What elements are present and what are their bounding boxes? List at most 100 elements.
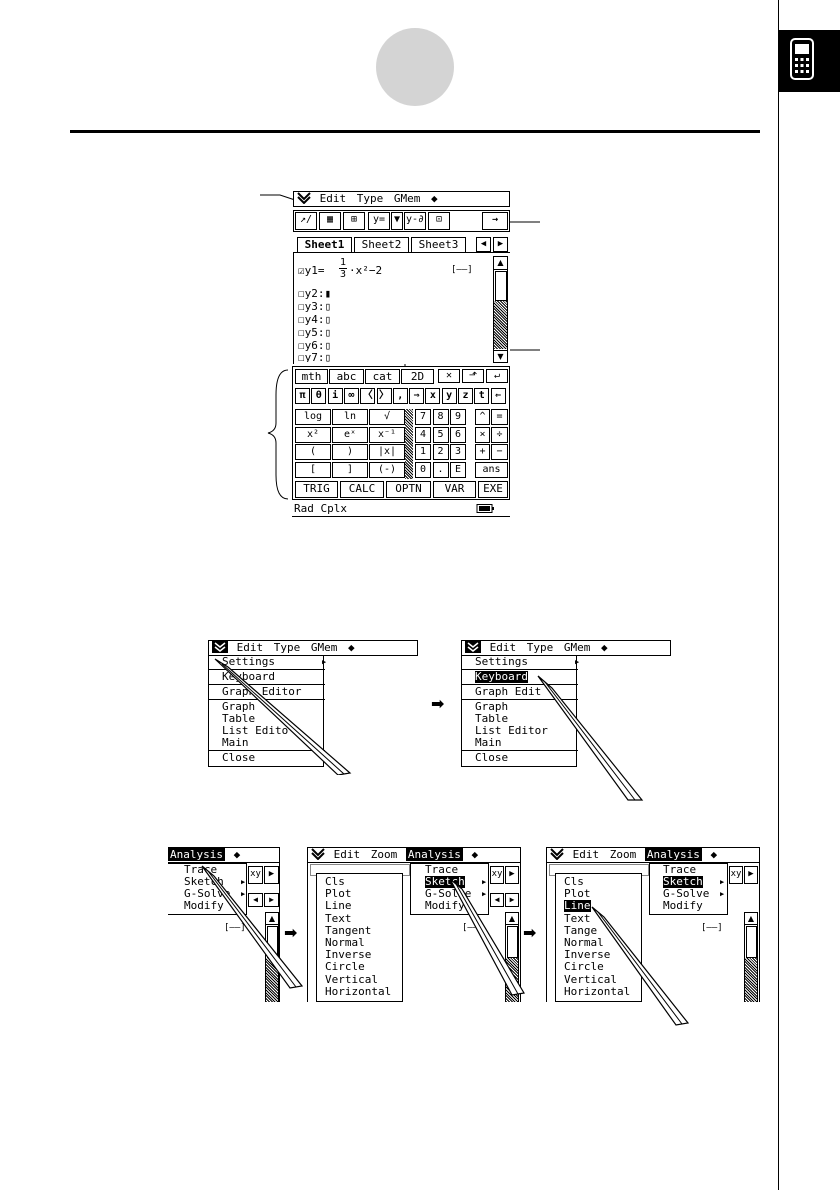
menu-more[interactable]: ◆ bbox=[348, 641, 355, 654]
sketch-menu-item[interactable]: Text bbox=[564, 911, 591, 925]
sketch-menu-item[interactable]: Cls bbox=[564, 875, 584, 888]
kb-function-key[interactable]: log bbox=[295, 409, 331, 425]
kb-number-key[interactable]: = bbox=[491, 409, 508, 425]
checkbox-icon[interactable]: ☐ bbox=[298, 300, 305, 313]
sketch-menu-item[interactable]: Inverse bbox=[325, 948, 372, 962]
kb-number-key[interactable]: × bbox=[475, 426, 490, 443]
sketch-menu-item[interactable]: Horizontal bbox=[564, 984, 631, 998]
sketch-menu-item[interactable]: Plot bbox=[325, 887, 352, 901]
sketch-menu-item[interactable]: Circle bbox=[325, 960, 365, 974]
sketch-menu-item[interactable]: Vertical bbox=[325, 972, 378, 986]
menu-analysis[interactable]: Analysis bbox=[168, 848, 225, 861]
sketch-menu-item[interactable]: Vertical bbox=[564, 972, 617, 986]
menu-more[interactable]: ◆ bbox=[601, 641, 608, 654]
menu-item[interactable]: Graph Editor bbox=[222, 685, 302, 698]
menu-logo-icon[interactable] bbox=[550, 848, 564, 861]
kb-symbol-key[interactable]: , bbox=[392, 388, 408, 404]
table-button[interactable]: ▦ bbox=[319, 212, 341, 230]
kb-function-key[interactable]: eˣ bbox=[332, 426, 368, 443]
kb-symbol-key[interactable]: ⇒ bbox=[409, 388, 425, 404]
menu-logo-icon[interactable] bbox=[465, 641, 481, 653]
kb-bottom-key[interactable]: TRIG bbox=[295, 481, 338, 498]
kb-number-key[interactable]: 0 bbox=[415, 461, 431, 478]
analysis-menu-item[interactable]: Modify bbox=[425, 899, 465, 912]
kb-function-key[interactable]: (-) bbox=[369, 461, 405, 478]
tab-sheet3[interactable]: Sheet3 bbox=[411, 237, 466, 252]
checkbox-icon[interactable]: ☐ bbox=[298, 339, 305, 352]
demo2-prev-btn[interactable]: ◀ bbox=[490, 893, 504, 907]
menu-edit[interactable]: Edit bbox=[319, 192, 347, 205]
demo3-next-btn[interactable]: ▶ bbox=[744, 866, 758, 884]
menu-edit[interactable]: Edit bbox=[333, 848, 361, 861]
menu-item[interactable]: Graph Edit bbox=[475, 685, 542, 698]
sheet-prev-button[interactable]: ◀ bbox=[476, 237, 491, 252]
analysis-menu-item[interactable]: Sketch bbox=[663, 875, 703, 888]
kb-symbol-key[interactable]: 〉 bbox=[376, 388, 392, 404]
kb-clear-button[interactable]: ✕ bbox=[438, 369, 460, 383]
kb-number-key[interactable]: E bbox=[450, 461, 466, 478]
analysis-menu-item[interactable]: G-Solve bbox=[663, 887, 710, 900]
menu-zoom[interactable]: Zoom bbox=[370, 848, 398, 861]
toolbar-next-button[interactable]: → bbox=[482, 212, 508, 230]
demo1-next-btn[interactable]: ▶ bbox=[264, 866, 279, 884]
menu-item[interactable]: Close bbox=[222, 751, 256, 764]
sheet-next-button[interactable]: ▶ bbox=[493, 237, 508, 252]
eq-row-y7[interactable]: ☐y7:▯ bbox=[298, 351, 332, 362]
menu-item[interactable]: Close bbox=[475, 751, 509, 764]
kb-tab-2d[interactable]: 2D bbox=[401, 369, 434, 384]
sketch-menu-item[interactable]: Cls bbox=[325, 875, 345, 888]
checkbox-checked-icon[interactable]: ☑ bbox=[298, 264, 305, 277]
kb-number-key[interactable]: 7 bbox=[415, 409, 431, 425]
kb-function-key[interactable]: ln bbox=[332, 409, 368, 425]
kb-function-key[interactable]: √ bbox=[369, 409, 405, 425]
kb-number-key[interactable]: 6 bbox=[450, 426, 466, 443]
eq-row-y4[interactable]: ☐y4:▯ bbox=[298, 313, 332, 326]
analysis-menu-item[interactable]: Modify bbox=[184, 899, 224, 912]
kb-tab-cat[interactable]: cat bbox=[365, 369, 400, 384]
tab-sheet1[interactable]: Sheet1 bbox=[297, 237, 352, 252]
menu-more[interactable]: ◆ bbox=[710, 848, 718, 861]
kb-symbol-key[interactable]: π bbox=[295, 388, 310, 404]
eq-row-y6[interactable]: ☐y6:▯ bbox=[298, 339, 332, 352]
demo2-next-btn[interactable]: ▶ bbox=[505, 866, 519, 884]
kb-bottom-key[interactable]: VAR bbox=[433, 481, 476, 498]
kb-number-key[interactable]: 5 bbox=[432, 426, 449, 443]
kb-number-key[interactable]: − bbox=[491, 444, 508, 460]
menu-item[interactable]: List Edito bbox=[222, 724, 289, 737]
menu-edit[interactable]: Edit bbox=[572, 848, 600, 861]
demo2-nextsheet-btn[interactable]: ▶ bbox=[505, 893, 519, 907]
demo1-toolbar-btn[interactable]: xy bbox=[248, 866, 263, 884]
menu-type[interactable]: Type bbox=[526, 641, 554, 654]
sketch-menu-item[interactable]: Normal bbox=[325, 936, 365, 949]
kb-number-key[interactable]: ÷ bbox=[491, 426, 508, 443]
menu-item[interactable]: Main bbox=[222, 736, 249, 749]
eq-row-y2[interactable]: ☐y2:▮ bbox=[298, 287, 332, 300]
sketch-menu-item[interactable]: Line bbox=[564, 899, 591, 913]
sketch-menu-item[interactable]: Tange bbox=[564, 923, 598, 937]
demo3-toolbar-btn[interactable]: xy bbox=[729, 866, 743, 884]
kb-number-key[interactable]: + bbox=[475, 444, 490, 460]
kb-function-key[interactable]: [ bbox=[295, 461, 331, 478]
sketch-menu-item[interactable]: Text bbox=[325, 911, 352, 925]
menu-gmem[interactable]: GMem bbox=[563, 641, 591, 654]
kb-number-key[interactable]: 2 bbox=[432, 444, 449, 460]
kb-enter-button[interactable]: ↵ bbox=[486, 369, 508, 383]
menu-item[interactable]: Settings bbox=[475, 655, 528, 668]
analysis-menu-item[interactable]: Modify bbox=[663, 899, 703, 912]
kb-number-key[interactable]: 4 bbox=[415, 426, 431, 443]
demo1-prev-btn[interactable]: ◀ bbox=[248, 893, 263, 907]
sketch-menu-item[interactable]: Normal bbox=[564, 936, 604, 949]
menu-type[interactable]: Type bbox=[356, 192, 384, 205]
sketch-menu-item[interactable]: Tangent bbox=[325, 923, 372, 937]
type-dropdown[interactable]: ▼ bbox=[391, 212, 403, 230]
kb-tab-mth[interactable]: mth bbox=[295, 369, 328, 384]
menu-type[interactable]: Type bbox=[273, 641, 301, 654]
kb-tab-abc[interactable]: abc bbox=[329, 369, 364, 384]
demo1-nextsheet-btn[interactable]: ▶ bbox=[264, 893, 279, 907]
kb-symbol-key[interactable]: i bbox=[327, 388, 343, 404]
kb-symbol-key[interactable]: 〈 bbox=[360, 388, 376, 404]
menu-item[interactable]: Main bbox=[475, 736, 502, 749]
analysis-menu-item[interactable]: G-Solve bbox=[184, 887, 231, 900]
kb-function-key[interactable]: x⁻¹ bbox=[369, 426, 405, 443]
menu-gmem[interactable]: GMem bbox=[310, 641, 338, 654]
